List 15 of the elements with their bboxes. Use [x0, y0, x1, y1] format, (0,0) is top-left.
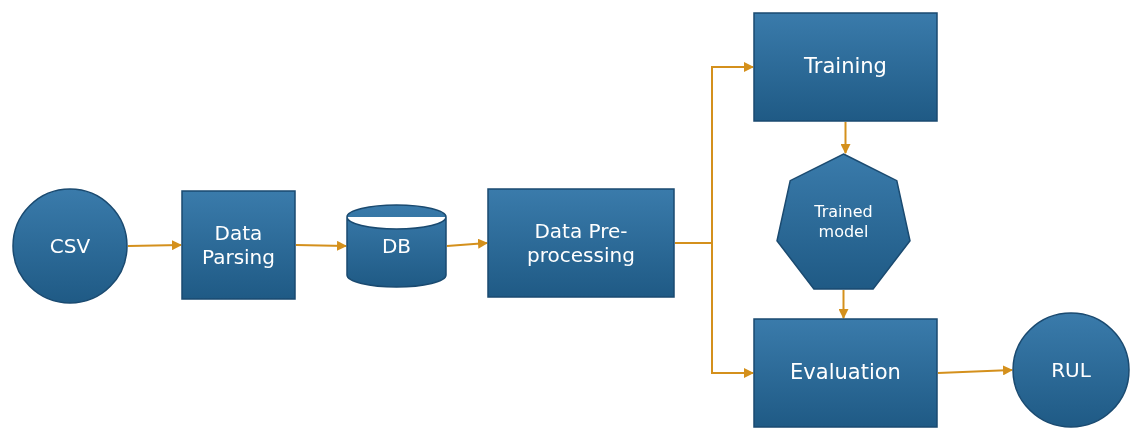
- node-label: Training: [803, 54, 888, 80]
- arrow: [840, 121, 851, 154]
- arrow: [937, 365, 1013, 376]
- arrow: [295, 240, 347, 251]
- arrow: [838, 289, 849, 319]
- node-label: CSV: [48, 234, 92, 258]
- node-label: Trained model: [813, 202, 874, 241]
- arrow: [446, 238, 488, 249]
- node-label: Evaluation: [789, 360, 902, 386]
- node-label: Data Parsing: [201, 221, 276, 269]
- node-label: DB: [380, 234, 413, 258]
- arrow: [674, 242, 754, 378]
- arrow: [127, 240, 182, 251]
- node-label: RUL: [1050, 358, 1092, 382]
- node-label: Data Pre-processing: [526, 219, 636, 267]
